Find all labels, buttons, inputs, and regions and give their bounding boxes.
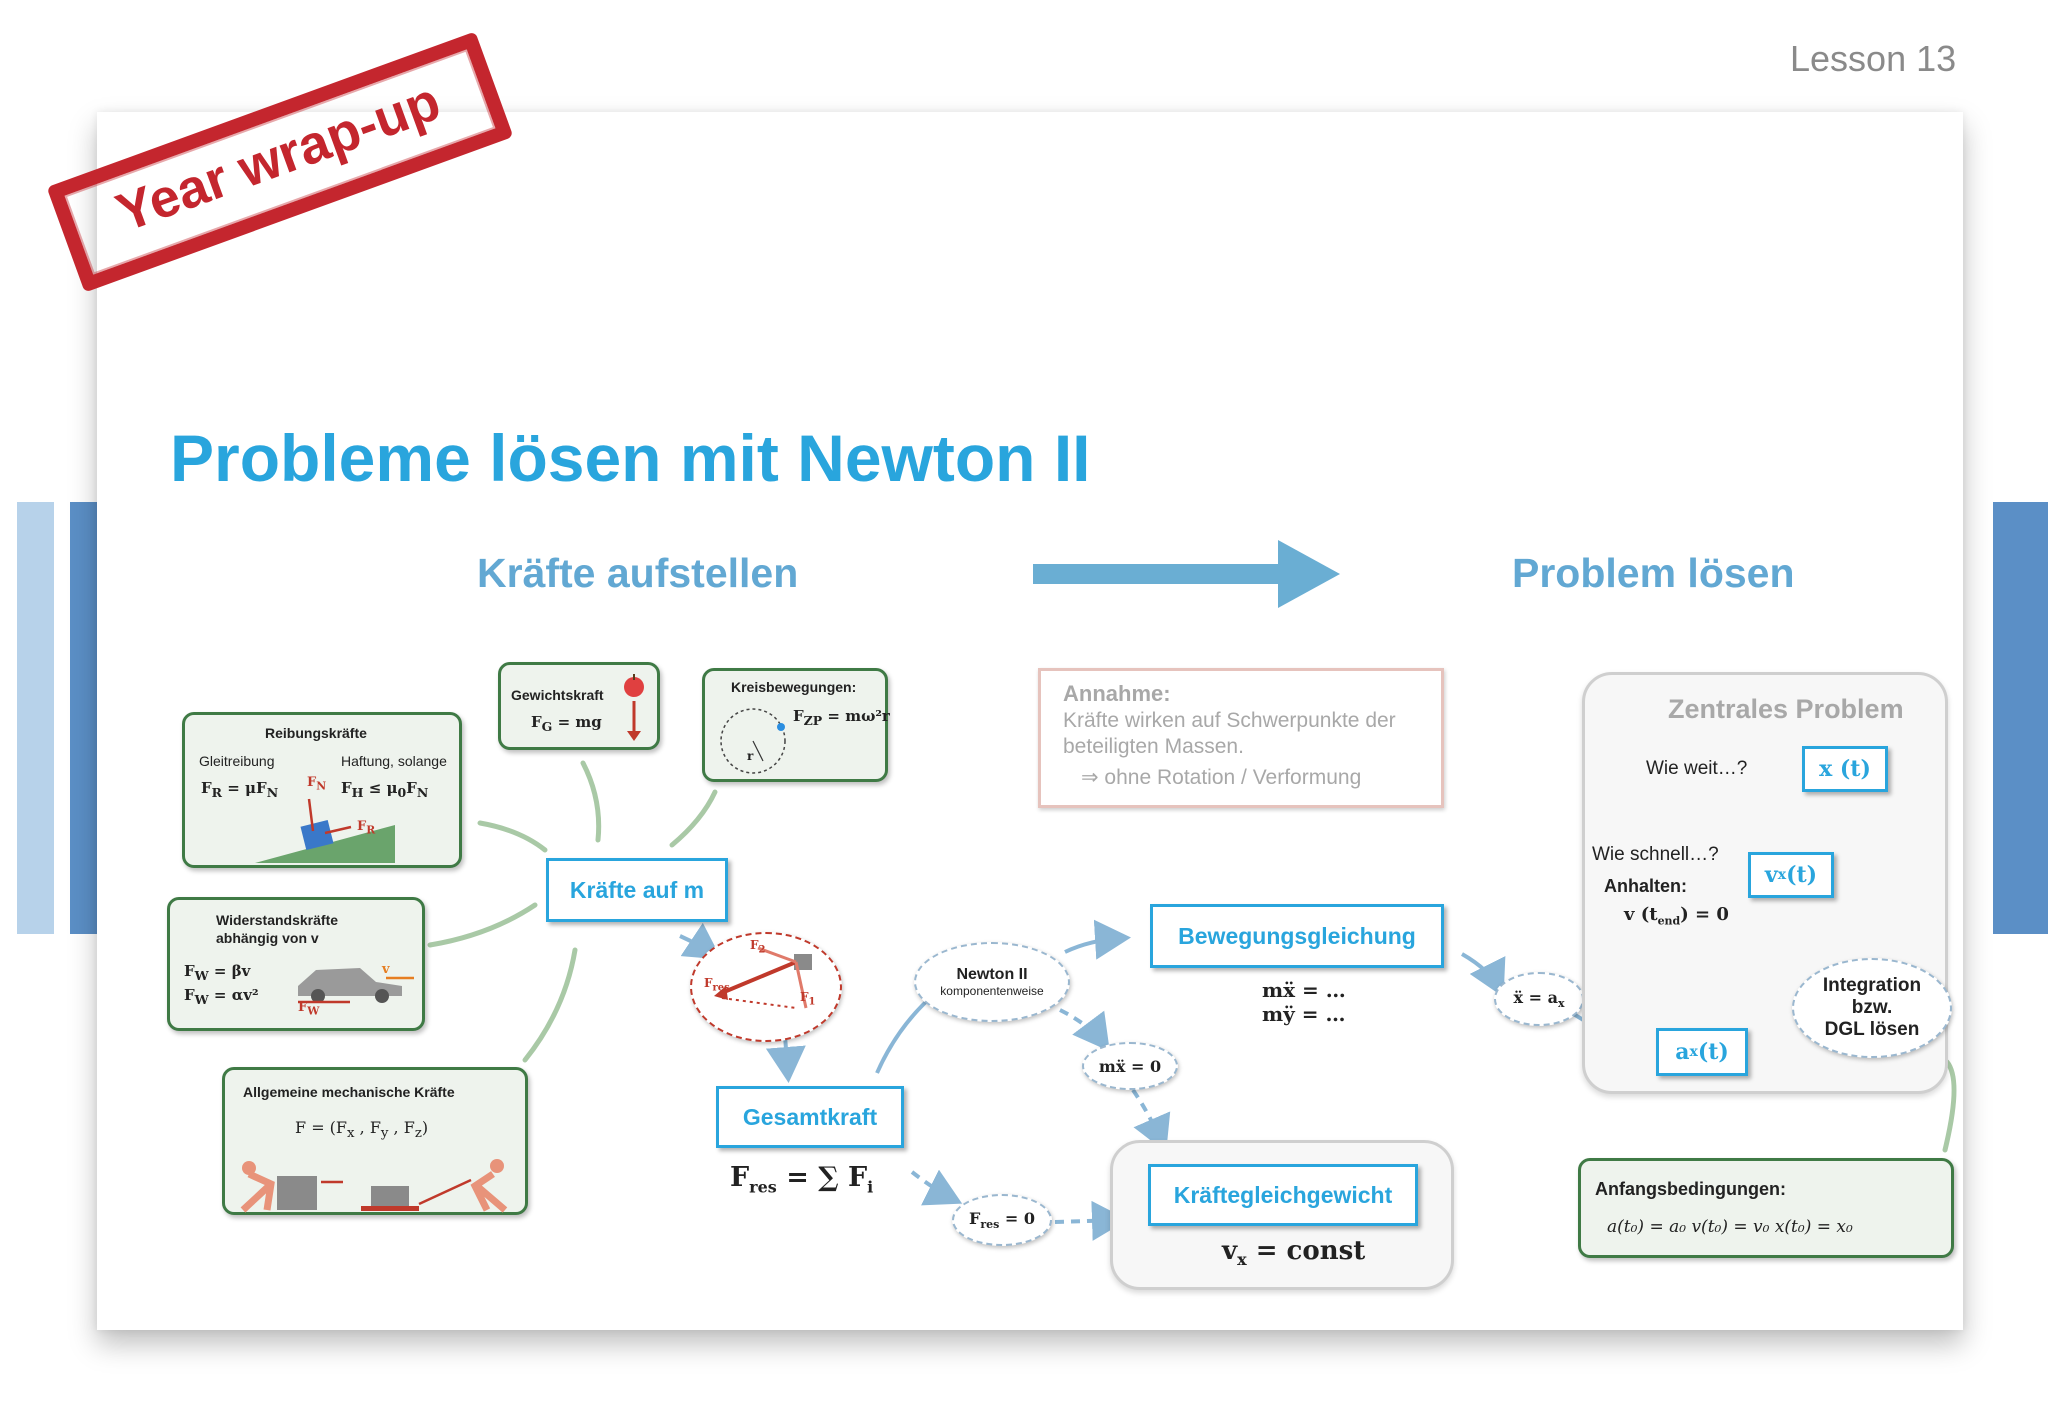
- reibung-label-n: FN: [307, 775, 327, 793]
- bewegung-eq-1: mẍ = …: [1262, 978, 1346, 1002]
- integration-bubble: Integration bzw. DGL lösen: [1792, 958, 1952, 1058]
- newton-ii-subtitle: komponentenweise: [940, 984, 1044, 998]
- annahme-line-3: ⇒ ohne Rotation / Verformung: [1081, 766, 1362, 789]
- header-arrow: [1033, 540, 1340, 608]
- annahme-line-2: beteiligten Massen.: [1063, 735, 1244, 758]
- car-icon: [298, 968, 414, 1004]
- anfangsbedingungen-formula: a(t₀) = a₀ v(t₀) = v₀ x(t₀) = x₀: [1607, 1217, 1853, 1237]
- xt-box: x (t): [1802, 746, 1888, 792]
- newton-ii-title: Newton II: [956, 966, 1028, 983]
- page-title: Probleme lösen mit Newton II: [170, 421, 1091, 495]
- section-problem-loesen: Problem lösen: [1512, 550, 1795, 596]
- lesson-label: Lesson 13: [1790, 38, 1957, 79]
- bubble-f2: F2: [750, 938, 766, 956]
- force-vectors-icon: [714, 946, 812, 1009]
- anfangsbedingungen-title: Anfangsbedingungen:: [1595, 1179, 1786, 1199]
- wie-schnell-label: Wie schnell…?: [1592, 844, 1719, 865]
- gewicht-formula: FG = mg: [531, 713, 602, 734]
- reibung-formula-1: FR = μFN: [201, 779, 279, 800]
- left-bar-light: [17, 502, 54, 934]
- kreis-title: Kreisbewegungen:: [731, 679, 857, 695]
- circular-motion-icon: [720, 708, 786, 774]
- allgemein-title: Allgemeine mechanische Kräfte: [243, 1084, 455, 1100]
- friction-ramp-icon: [255, 798, 395, 863]
- gleitreibung-label: Gleitreibung: [199, 753, 275, 769]
- bewegung-eq-2: mÿ = …: [1262, 1002, 1346, 1026]
- widerstand-formula-2: FW = αv²: [184, 986, 259, 1007]
- pushing-pulling-figures-icon: [240, 1159, 508, 1213]
- kraefte-auf-m-box: Kräfte auf m: [546, 858, 728, 922]
- reibung-title: Reibungskräfte: [265, 725, 367, 741]
- xa-text: ẍ = ax: [1513, 987, 1565, 1011]
- integration-line-1: Integration: [1822, 975, 1922, 996]
- gewicht-title: Gewichtskraft: [511, 687, 604, 703]
- section-kraefte-aufstellen: Kräfte aufstellen: [477, 550, 799, 596]
- mx0-bubble: mẍ = 0: [1082, 1042, 1178, 1090]
- widerstand-label-w: FW: [298, 1000, 320, 1018]
- kreis-box: Kreisbewegungen: r FZP = mω²r: [702, 668, 890, 782]
- allgemein-formula: F = (Fx , Fy , Fz): [295, 1118, 429, 1142]
- fres0-bubble: Fres = 0: [952, 1194, 1052, 1246]
- bewegungsgleichung-box: Bewegungsgleichung: [1150, 904, 1444, 968]
- anhalten-label: Anhalten:: [1604, 876, 1687, 896]
- fres0-text: Fres = 0: [968, 1208, 1036, 1232]
- integration-line-3: DGL lösen: [1824, 1019, 1920, 1040]
- apple-icon: [624, 674, 644, 741]
- bubble-f1: F1: [800, 990, 816, 1008]
- integration-line-2: bzw.: [1851, 997, 1893, 1018]
- anhalten-formula: v (tend) = 0: [1624, 904, 1729, 928]
- widerstand-title-2: abhängig von v: [216, 930, 319, 946]
- anfangsbedingungen-box: Anfangsbedingungen: a(t₀) = a₀ v(t₀) = v…: [1578, 1158, 1954, 1258]
- reibung-formula-2: FH ≤ μ0FN: [341, 779, 429, 800]
- xa-bubble: ẍ = ax: [1494, 972, 1584, 1026]
- annahme-box: Annahme: Kräfte wirken auf Schwerpunkte …: [1038, 668, 1444, 808]
- kraeftegleichgewicht-box: Kräftegleichgewicht: [1148, 1164, 1418, 1226]
- haftung-label: Haftung, solange: [341, 753, 447, 769]
- annahme-head: Annahme:: [1063, 681, 1171, 706]
- widerstand-title-1: Widerstandskräfte: [216, 912, 339, 928]
- annahme-line-1: Kräfte wirken auf Schwerpunkte der: [1063, 709, 1396, 732]
- kreis-formula: FZP = mω²r: [793, 707, 890, 728]
- widerstand-formula-1: FW = βv: [184, 962, 251, 983]
- newton-ii-bubble: Newton II komponentenweise: [914, 942, 1070, 1022]
- widerstand-label-v: v: [382, 962, 390, 977]
- gesamtkraft-formula: Fres = ∑ Fi: [730, 1162, 874, 1197]
- reibung-label-r: FR: [357, 819, 376, 837]
- widerstand-box: Widerstandskräfte abhängig von v FW = βv…: [167, 897, 425, 1031]
- wie-weit-label: Wie weit…?: [1646, 758, 1748, 779]
- bubble-fres: Fres: [704, 976, 730, 994]
- kreis-r-label: r: [747, 749, 754, 763]
- gewicht-box: Gewichtskraft FG = mg: [498, 662, 660, 750]
- zentrales-problem-title: Zentrales Problem: [1668, 694, 1904, 724]
- right-bar: [1993, 502, 2048, 934]
- allgemein-box: Allgemeine mechanische Kräfte F = (Fx , …: [222, 1067, 528, 1215]
- gesamtkraft-box: Gesamtkraft: [716, 1086, 904, 1148]
- left-bar-dark: [70, 502, 100, 934]
- reibung-box: Reibungskräfte Gleitreibung Haftung, sol…: [182, 712, 462, 868]
- kraeftegleichgewicht-eq: vx = const: [1222, 1236, 1366, 1270]
